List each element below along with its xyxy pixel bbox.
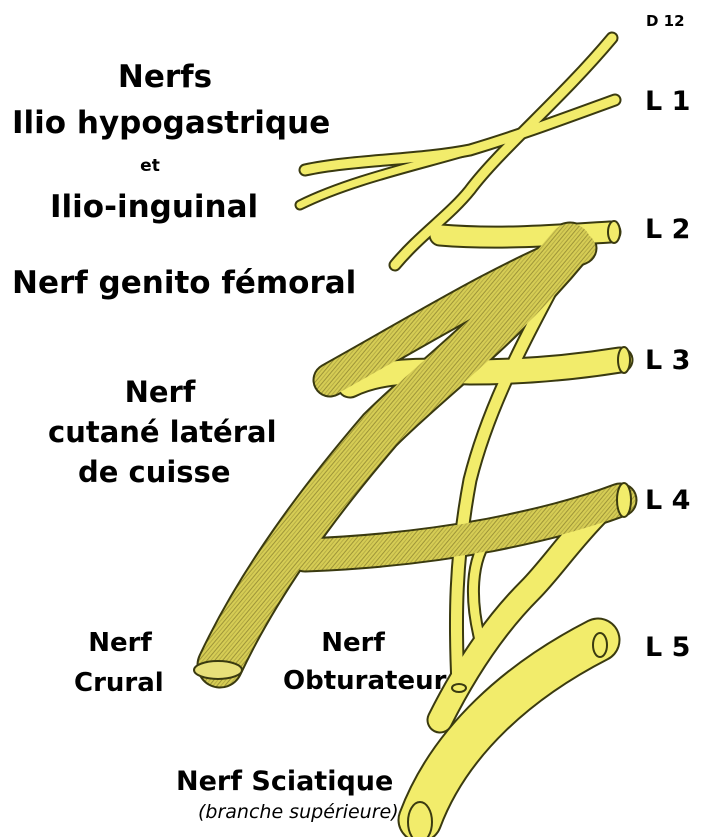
- root-l2-label: L 2: [645, 216, 690, 243]
- genito-femoral-label: Nerf genito fémoral: [12, 268, 356, 299]
- ilio-inguinal-label: Ilio-inguinal: [50, 192, 258, 223]
- sciatic-cut-end: [408, 802, 432, 837]
- l2-cut-end: [608, 221, 620, 243]
- crural-label-2: Crural: [74, 670, 164, 696]
- root-l4-label: L 4: [645, 487, 690, 514]
- sciatique-label: Nerf Sciatique: [176, 768, 393, 795]
- ilio-hypogastric-label: Ilio hypogastrique: [12, 108, 330, 139]
- l3-cut-end: [618, 347, 630, 373]
- sciatique-sub-label: (branche supérieure): [198, 803, 399, 822]
- root-d12-label: D 12: [646, 14, 685, 29]
- l3-root: [350, 360, 620, 385]
- root-l3-label: L 3: [645, 347, 690, 374]
- ilio-title-label: Nerfs: [100, 62, 230, 93]
- l4-cut-end: [617, 483, 631, 517]
- obturator-cut-end: [452, 684, 466, 692]
- cutane-label-3: de cuisse: [78, 458, 231, 487]
- l5-cut-end: [593, 633, 607, 657]
- root-l5-label: L 5: [645, 634, 690, 661]
- crural-cut-end: [194, 661, 242, 679]
- ilio-et-label: et: [130, 158, 170, 175]
- obturateur-label-1: Nerf: [308, 630, 398, 656]
- cutane-label-1: Nerf: [100, 378, 220, 407]
- crural-label-1: Nerf: [80, 630, 160, 656]
- obturateur-label-2: Obturateur: [283, 668, 446, 694]
- cutane-label-2: cutané latéral: [48, 418, 277, 447]
- root-l1-label: L 1: [645, 88, 690, 115]
